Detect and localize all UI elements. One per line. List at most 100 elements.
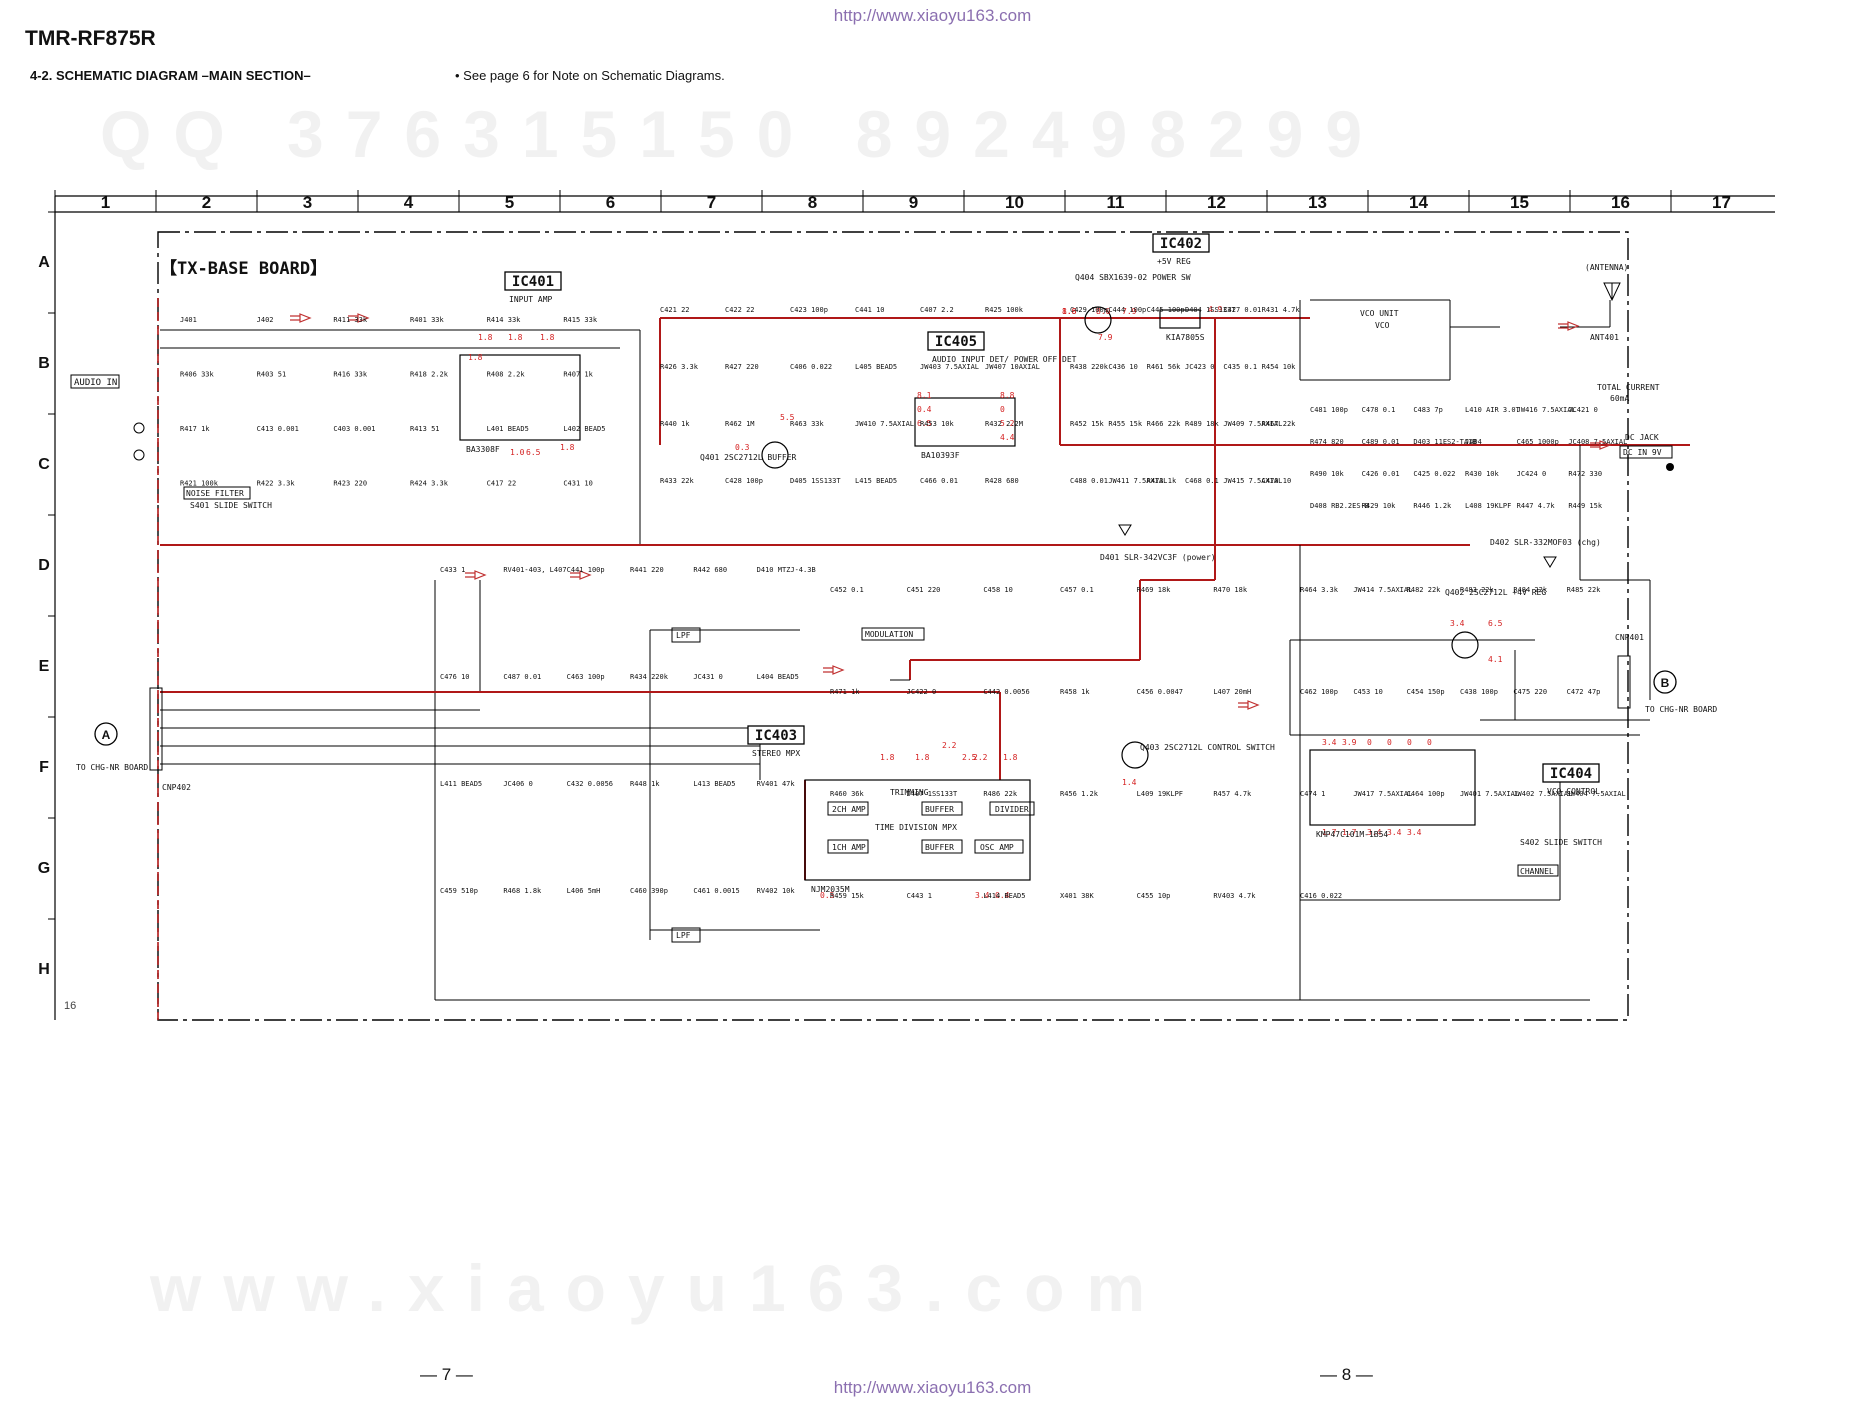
lpf-bottom-label: LPF [676,931,691,940]
part-label: R471 1k [830,688,860,696]
semiconductor-label: D401 SLR-342VC3F (power) [1100,553,1216,562]
part-label: J401 [180,316,197,324]
part-label: C433 1 [440,566,465,574]
ic-desc-ic405: AUDIO INPUT DET/ POWER OFF DET [932,355,1077,364]
part-label: C470 10 [1262,477,1292,485]
part-label: JW401 7.5AXIAL [1460,790,1519,798]
part-label: R483 22k [1460,586,1495,594]
board-outline [157,231,1629,1021]
part-label: C457 0.1 [1060,586,1094,594]
ic-body-ic401 [459,354,581,441]
source-url-top: http://www.xiaoyu163.com [833,6,1032,25]
grid-col-12: 12 [1207,193,1226,212]
part-label: C429 100p [1070,306,1108,314]
voltage-reading: 1.8 [508,333,523,342]
ic-tag-box [1152,233,1210,253]
part-label: D407 1SS133T [907,790,958,798]
grid-row-B: B [38,355,50,372]
part-label: R448 1k [630,780,660,788]
part-label: R438 220k [1070,363,1109,371]
part-label: R442 680 [693,566,727,574]
part-label: R424 3.3k [410,480,449,488]
grid-col-8: 8 [808,193,817,212]
part-label: D404 1SS133T [1185,306,1236,314]
part-label: L410 AIR 3.0T [1465,406,1521,414]
part-label: D405 1SS133T [790,477,841,485]
part-label: R408 2.2k [487,371,526,379]
source-url-bottom: http://www.xiaoyu163.com [833,1378,1032,1397]
part-label: L408 19KLPF [1465,502,1511,510]
ic-tag-ic402: IC402 [1160,236,1202,252]
part-label: JC421 0 [1568,406,1598,414]
grid-col-5: 5 [505,193,514,212]
part-label: D410 MTZJ-4.3B [757,566,816,574]
modulation-label: MODULATION [865,630,913,639]
ic-tag-box [747,725,805,745]
part-label: JW409 7.5AXIAL [1223,420,1282,428]
voltage-reading: 8.0 [1096,307,1111,316]
ic-body-ic403 [804,779,1031,881]
model-title: TMR-RF875R [25,27,156,50]
connector-b-icon [1653,670,1677,694]
grid-col-2: 2 [202,193,211,212]
connector-a-label: TO CHG-NR BOARD [76,763,148,772]
ic-part-ic402: KIA7805S [1166,333,1205,342]
trimming-label: TRIMMING [890,788,929,797]
voltage-reading: 3.4 [975,891,990,900]
transistor-icon [761,441,789,469]
part-label: C436 10 [1108,363,1138,371]
part-label: C407 2.2 [920,306,954,314]
part-label: R484 22k [1513,586,1548,594]
part-label: RV401-403, L407 [503,566,566,574]
part-label: R433 22k [660,477,695,485]
part-label: R486 22k [983,790,1018,798]
part-label: C475 220 [1513,688,1547,696]
semiconductor-label: S402 SLIDE SWITCH [1520,838,1602,847]
voltage-reading: 4.9 [1208,305,1223,314]
part-label: R406 33k [180,371,215,379]
time-division-label: TIME DIVISION MPX [875,823,957,832]
watermark-site: www.xiaoyu163.com [150,1251,1168,1325]
voltage-reading: 0.4 [995,891,1010,900]
part-label: R485 22k [1567,586,1602,594]
part-label: R460 36k [830,790,865,798]
total-current-value: 60mA [1610,394,1629,403]
grid-col-16: 16 [1611,193,1630,212]
voltage-reading: 1.4 [1122,778,1137,787]
function-block [827,801,869,816]
function-block [671,927,701,943]
part-label: L406 5mH [567,887,601,895]
part-label: C466 0.01 [920,477,958,485]
antenna-icon [1603,282,1621,302]
grid-col-3: 3 [303,193,312,212]
voltage-reading: 1.8 [915,753,930,762]
part-label: R462 1M [725,420,755,428]
voltage-reading: 3.4 [1407,828,1422,837]
voltage-reading: 1.7 [1322,828,1337,837]
voltage-reading: 2.2 [942,741,957,750]
voltage-reading: 0 [1367,738,1372,747]
signal-arrow-icon [570,570,592,580]
part-label: X401 38K [1060,892,1095,900]
ic-desc-ic402: +5V REG [1157,257,1191,266]
part-label: L402 BEAD5 [563,425,605,433]
part-label: L411 BEAD5 [440,780,482,788]
part-label: R431 4.7k [1262,306,1301,314]
modulation-box [861,627,925,641]
grid-col-15: 15 [1510,193,1529,212]
part-label: R407 1k [563,371,593,379]
ic-tag-ic404: IC404 [1550,766,1592,782]
part-label: R473 1k [1147,477,1177,485]
part-label: C435 0.1 [1223,363,1257,371]
part-label: C413 0.001 [257,425,299,433]
part-label: R423 220 [333,480,367,488]
grid-col-14: 14 [1409,193,1428,212]
part-label: J402 [257,316,274,324]
part-label: C476 10 [440,673,470,681]
part-label: C441 100p [567,566,605,574]
ic-body-ic402 [1159,309,1201,329]
ch2-amp-label: 2CH AMP [832,805,866,814]
grid-row-H: H [38,961,50,978]
part-label: R418 2.2k [410,371,449,379]
